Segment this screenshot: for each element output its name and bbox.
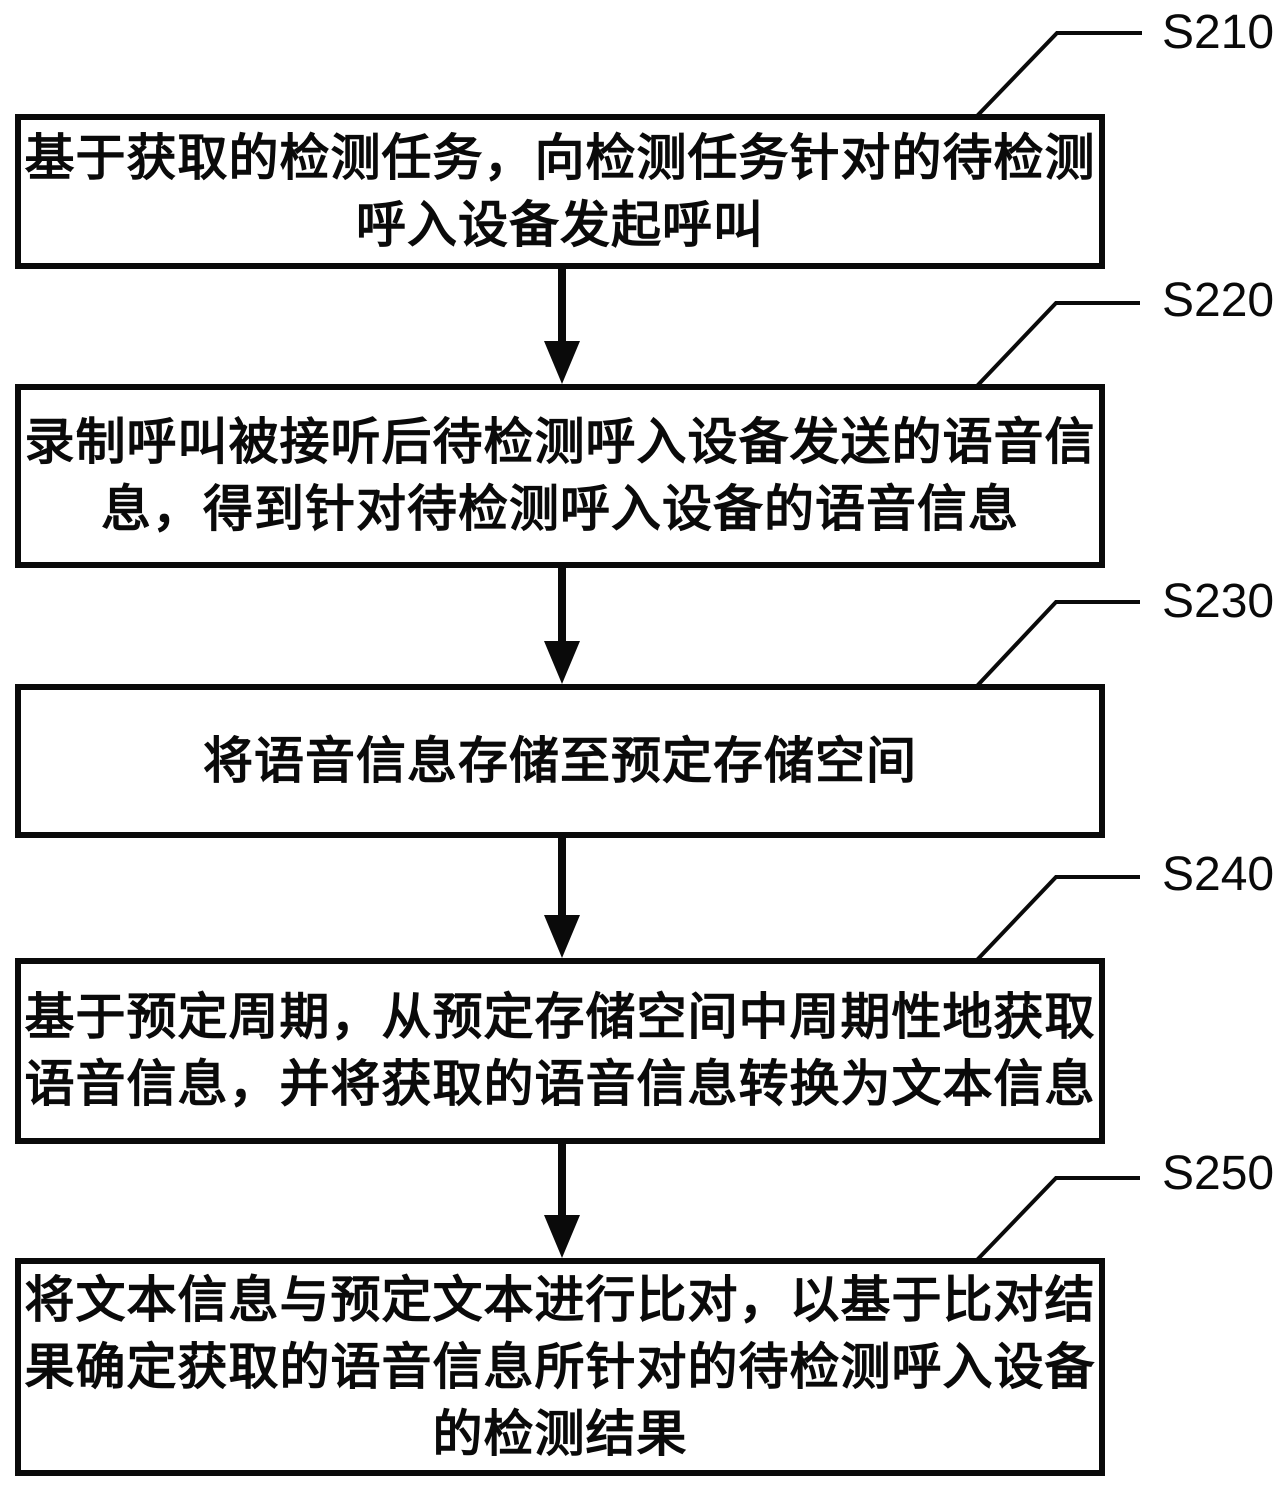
leader-line-s250 bbox=[975, 1176, 1140, 1262]
flow-arrow-3 bbox=[544, 835, 580, 958]
leader-line-s210 bbox=[975, 31, 1142, 118]
step-box-s240: 基于预定周期，从预定存储空间中周期性地获取 语音信息，并将获取的语音信息转换为文… bbox=[15, 958, 1105, 1144]
step-label-s230: S230 bbox=[1162, 575, 1275, 628]
step-text-line: 息，得到针对待检测呼入设备的语音信息 bbox=[101, 481, 1019, 537]
leader-line-s220 bbox=[975, 301, 1140, 388]
step-text-line: 将文本信息与预定文本进行比对，以基于比对结 bbox=[24, 1271, 1096, 1328]
step-text-line: 基于获取的检测任务，向检测任务针对的待检测 bbox=[24, 129, 1096, 186]
step-box-s230: 将语音信息存储至预定存储空间 bbox=[15, 684, 1105, 838]
step-text-line: 语音信息，并将获取的语音信息转换为文本信息 bbox=[24, 1056, 1096, 1112]
leader-line-s240 bbox=[975, 875, 1140, 962]
flow-arrow-2 bbox=[544, 565, 580, 684]
step-text-line: 的检测结果 bbox=[432, 1405, 688, 1462]
step-label-s220: S220 bbox=[1162, 274, 1275, 327]
step-text-line: 果确定获取的语音信息所针对的待检测呼入设备 bbox=[24, 1338, 1096, 1395]
flow-arrow-4 bbox=[544, 1141, 580, 1258]
step-text-line: 录制呼叫被接听后待检测呼入设备发送的语音信 bbox=[24, 414, 1096, 470]
step-box-s250: 将文本信息与预定文本进行比对，以基于比对结 果确定获取的语音信息所针对的待检测呼… bbox=[15, 1258, 1105, 1476]
flow-arrow-1 bbox=[544, 266, 580, 384]
step-text-line: 基于预定周期，从预定存储空间中周期性地获取 bbox=[24, 989, 1096, 1045]
step-text-line: 将语音信息存储至预定存储空间 bbox=[203, 732, 917, 789]
leader-line-s230 bbox=[975, 600, 1140, 688]
step-box-s220: 录制呼叫被接听后待检测呼入设备发送的语音信 息，得到针对待检测呼入设备的语音信息 bbox=[15, 384, 1105, 568]
step-label-s250: S250 bbox=[1162, 1147, 1275, 1200]
step-box-s210: 基于获取的检测任务，向检测任务针对的待检测 呼入设备发起呼叫 bbox=[15, 114, 1105, 269]
step-label-s210: S210 bbox=[1162, 6, 1275, 59]
step-label-s240: S240 bbox=[1162, 848, 1275, 901]
step-text-line: 呼入设备发起呼叫 bbox=[356, 196, 764, 253]
